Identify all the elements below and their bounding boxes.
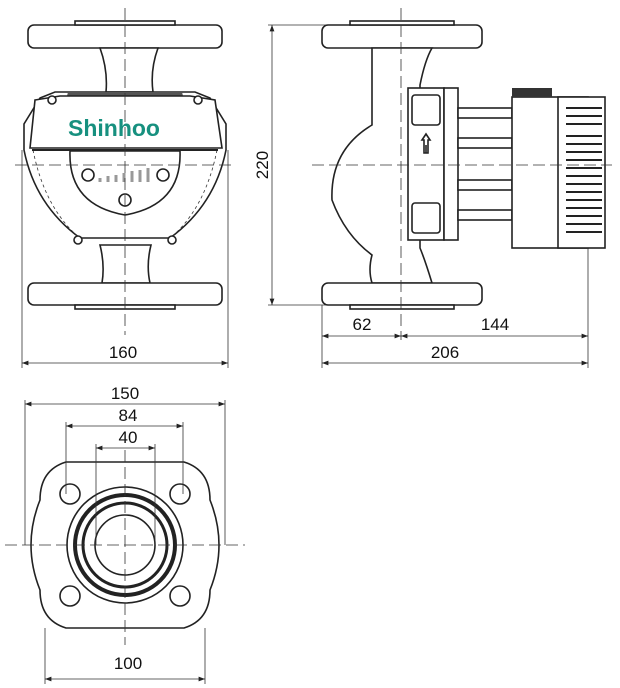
- front-view: Shinhoo: [15, 8, 232, 335]
- dimension-220: 220: [253, 24, 330, 306]
- brand-logo: Shinhoo: [68, 115, 160, 141]
- svg-text:144: 144: [481, 315, 509, 334]
- svg-text:220: 220: [253, 151, 272, 179]
- svg-text:150: 150: [111, 384, 139, 403]
- flange-view: [5, 450, 245, 645]
- svg-text:100: 100: [114, 654, 142, 673]
- dimension-160: 160: [21, 150, 229, 368]
- svg-text:206: 206: [431, 343, 459, 362]
- dimension-62-144-206: 62 144 206: [321, 248, 589, 368]
- svg-text:84: 84: [119, 406, 138, 425]
- side-view: [312, 8, 612, 340]
- flange-dimensions: 150 84 40 100: [24, 384, 226, 684]
- svg-text:62: 62: [353, 315, 372, 334]
- svg-text:160: 160: [109, 343, 137, 362]
- svg-text:40: 40: [119, 428, 138, 447]
